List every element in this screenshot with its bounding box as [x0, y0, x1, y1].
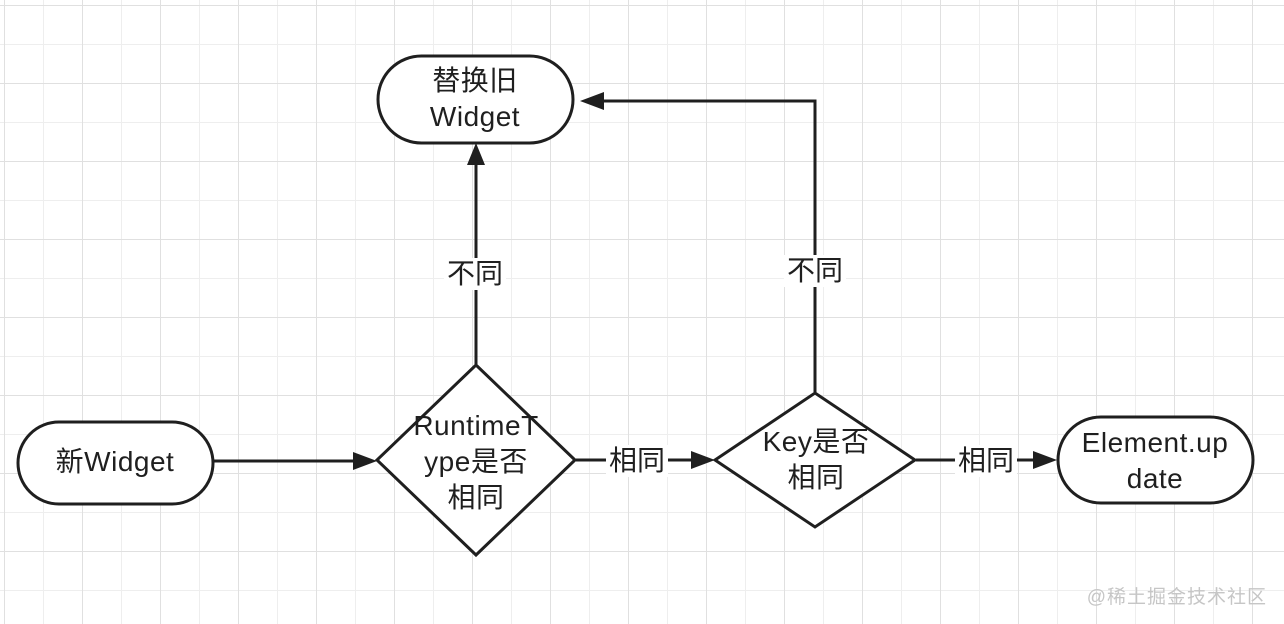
- arrowhead-into-replace-right: [580, 92, 604, 110]
- juejin-watermark: @稀土掘金技术社区: [1086, 587, 1267, 608]
- edge-label-key-different: 不同: [783, 255, 847, 287]
- edge-key-to-replace: [602, 99, 817, 392]
- element-update-label: Element.up date: [1081, 427, 1229, 494]
- runtimetype-decision-label: RuntimeT ype是否 相同: [413, 410, 539, 513]
- replace-old-widget-label: 替换旧 Widget: [429, 65, 521, 132]
- arrowhead-into-key: [691, 451, 715, 469]
- arrowhead-into-elementupdate: [1033, 451, 1057, 469]
- node-key-decision: [712, 391, 918, 529]
- arrowhead-into-runtimetype: [353, 452, 377, 470]
- node-runtimetype-decision: [374, 362, 578, 558]
- new-widget-label: 新Widget: [55, 446, 175, 477]
- edge-label-key-same: 相同: [954, 445, 1018, 477]
- node-replace-old-widget: [376, 54, 575, 145]
- node-new-widget: [16, 420, 215, 506]
- edge-label-runtimetype-same: 相同: [605, 445, 669, 477]
- arrowhead-into-replace-bottom: [467, 143, 485, 165]
- edge-label-runtimetype-different: 不同: [443, 258, 507, 290]
- node-element-update: [1056, 415, 1255, 505]
- key-decision-label: Key是否 相同: [762, 426, 870, 493]
